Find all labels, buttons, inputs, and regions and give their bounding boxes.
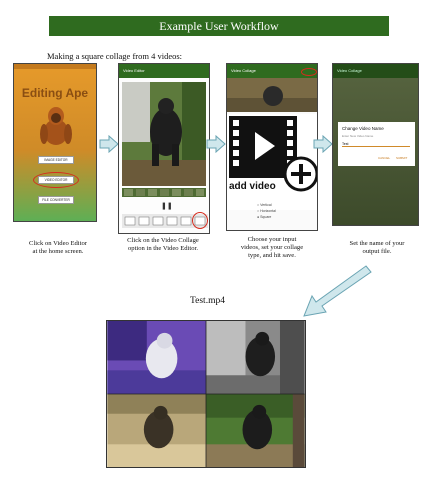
orangutan-logo-icon [40, 107, 72, 145]
result-arrow [303, 265, 372, 317]
add-video-icon[interactable] [227, 114, 318, 210]
save-button-highlight[interactable] [301, 68, 317, 76]
caption-step-3: Choose your input videos, set your colla… [224, 236, 320, 260]
output-filename: Test.mp4 [190, 296, 225, 306]
pause-icon[interactable]: ❚❚ [161, 202, 173, 210]
option-vertical-label: Vertical [260, 203, 272, 207]
option-square[interactable]: ● Square [257, 215, 272, 219]
input-video-thumbnail-1[interactable] [227, 78, 318, 112]
dialog-title: Change Video Name [342, 126, 384, 131]
file-converter-button[interactable]: FILE CONVERTER [38, 196, 74, 204]
caption-step-2-line-2: option in the Video Editor. [128, 245, 198, 252]
step-arrow-3 [313, 135, 333, 153]
status-bar [14, 64, 96, 69]
home-screen-screenshot: Editing Ape IMAGE EDITOR VIDEO EDITOR FI… [13, 63, 97, 222]
caption-step-2-line-1: Click on the Video Collage [127, 237, 199, 244]
video-collage-option-highlight[interactable] [192, 212, 208, 229]
option-horizontal-label: Horizontal [260, 209, 276, 213]
change-name-dialog: Change Video Name Enter New Video Name T… [338, 122, 415, 166]
workflow-banner: Example User Workflow [49, 16, 389, 36]
rename-dialog-screenshot: Video Collage Change Video Name Enter Ne… [332, 63, 419, 226]
add-video-label: add video [229, 181, 276, 192]
app-title: Editing Ape [21, 86, 89, 100]
option-horizontal[interactable]: ○ Horizontal [257, 209, 276, 213]
caption-step-3-line-2: videos, set your collage [240, 244, 304, 251]
step-arrow-2 [206, 135, 226, 153]
gorilla-video-preview [122, 82, 206, 186]
workflow-subtitle: Making a square collage from 4 videos: [47, 51, 183, 61]
step-arrow-1 [99, 135, 119, 153]
video-collage-header: Video Collage [227, 64, 317, 78]
image-editor-button[interactable]: IMAGE EDITOR [38, 156, 74, 164]
dialog-hint: Enter New Video Name [342, 134, 374, 138]
caption-step-3-line-1: Choose your input [247, 236, 297, 243]
cancel-button[interactable]: CANCEL [378, 156, 391, 160]
video-editor-screenshot: Video Editor ❚❚ [118, 63, 210, 234]
caption-step-3-line-3: type, and hit save. [248, 252, 296, 259]
caption-step-1: Click on Video Editor at the home screen… [13, 240, 103, 256]
caption-step-4: Set the name of your output file. [332, 240, 422, 256]
video-editor-highlight [33, 172, 79, 188]
option-square-label: Square [260, 215, 272, 219]
caption-step-2: Click on the Video Collage option in the… [113, 237, 213, 253]
video-collage-screenshot: Video Collage add video ○ Vertical ○ Hor… [226, 63, 318, 231]
caption-step-4-line-2: output file. [362, 248, 392, 255]
caption-step-1-line-2: at the home screen. [32, 248, 84, 255]
caption-step-1-line-1: Click on Video Editor [29, 240, 87, 247]
timeline-strip[interactable] [122, 188, 206, 197]
rename-screen-header: Video Collage [333, 64, 418, 78]
video-editor-header: Video Editor [119, 64, 209, 78]
caption-step-4-line-1: Set the name of your [349, 240, 405, 247]
output-collage-image [106, 320, 306, 468]
collage-type-options: ○ Vertical ○ Horizontal ● Square [257, 202, 276, 220]
option-vertical[interactable]: ○ Vertical [257, 203, 272, 207]
submit-button[interactable]: SUBMIT [396, 156, 408, 160]
video-name-input[interactable]: Test [342, 142, 410, 147]
